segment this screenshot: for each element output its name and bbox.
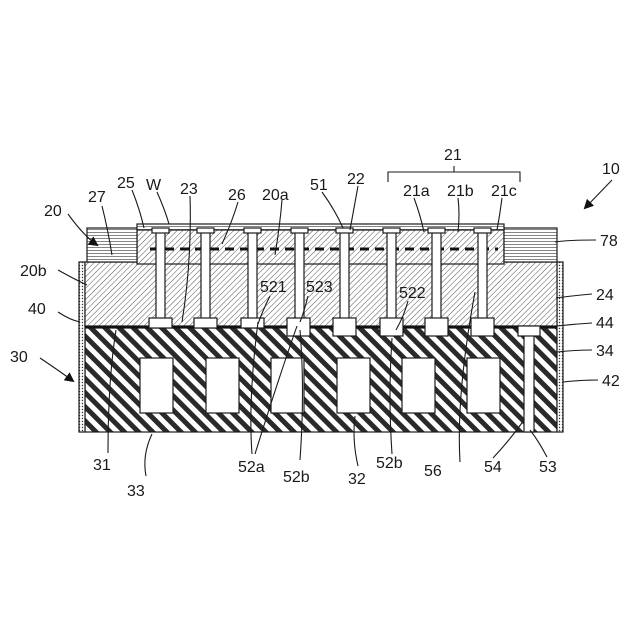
label-522: 522	[399, 285, 426, 302]
cavity-32	[271, 358, 304, 413]
cavity-32	[140, 358, 173, 413]
label-52a: 52a	[238, 459, 265, 476]
top-layer-25	[137, 224, 504, 230]
label-20b: 20b	[20, 263, 47, 280]
plate-27	[87, 228, 137, 262]
label-30: 30	[10, 349, 28, 366]
label-20a: 20a	[262, 187, 289, 204]
pins-51	[149, 228, 540, 336]
label-21b: 21b	[447, 183, 474, 200]
label-25: 25	[117, 175, 135, 192]
base-layer-30	[85, 328, 557, 432]
label-21a: 21a	[403, 183, 430, 200]
label-21: 21	[444, 147, 462, 164]
label-32: 32	[348, 471, 366, 488]
label-53: 53	[539, 459, 557, 476]
side-layer-40	[79, 262, 85, 432]
label-51: 51	[310, 177, 328, 194]
label-24: 24	[596, 287, 614, 304]
label-56: 56	[424, 463, 442, 480]
label-34: 34	[596, 343, 614, 360]
label-23: 23	[180, 181, 198, 198]
label-27: 27	[88, 189, 106, 206]
label-W: W	[146, 177, 162, 194]
cavity-32	[402, 358, 435, 413]
cavity-32	[206, 358, 239, 413]
side-layer-42	[557, 262, 563, 432]
label-523: 523	[306, 279, 333, 296]
label-31: 31	[93, 457, 111, 474]
cavity-32	[337, 358, 370, 413]
label-42: 42	[602, 373, 620, 390]
label-52b-left: 52b	[283, 469, 310, 486]
cavity-32	[467, 358, 500, 413]
label-44: 44	[596, 315, 614, 332]
channel-53	[524, 330, 534, 432]
label-33: 33	[127, 483, 145, 500]
label-78: 78	[600, 233, 618, 250]
label-20: 20	[44, 203, 62, 220]
label-40: 40	[28, 301, 46, 318]
label-21c: 21c	[491, 183, 517, 200]
label-26: 26	[228, 187, 246, 204]
label-521: 521	[260, 279, 287, 296]
label-10: 10	[602, 161, 620, 178]
label-52b-right: 52b	[376, 455, 403, 472]
label-54: 54	[484, 459, 502, 476]
label-22: 22	[347, 171, 365, 188]
plate-78	[504, 228, 557, 262]
